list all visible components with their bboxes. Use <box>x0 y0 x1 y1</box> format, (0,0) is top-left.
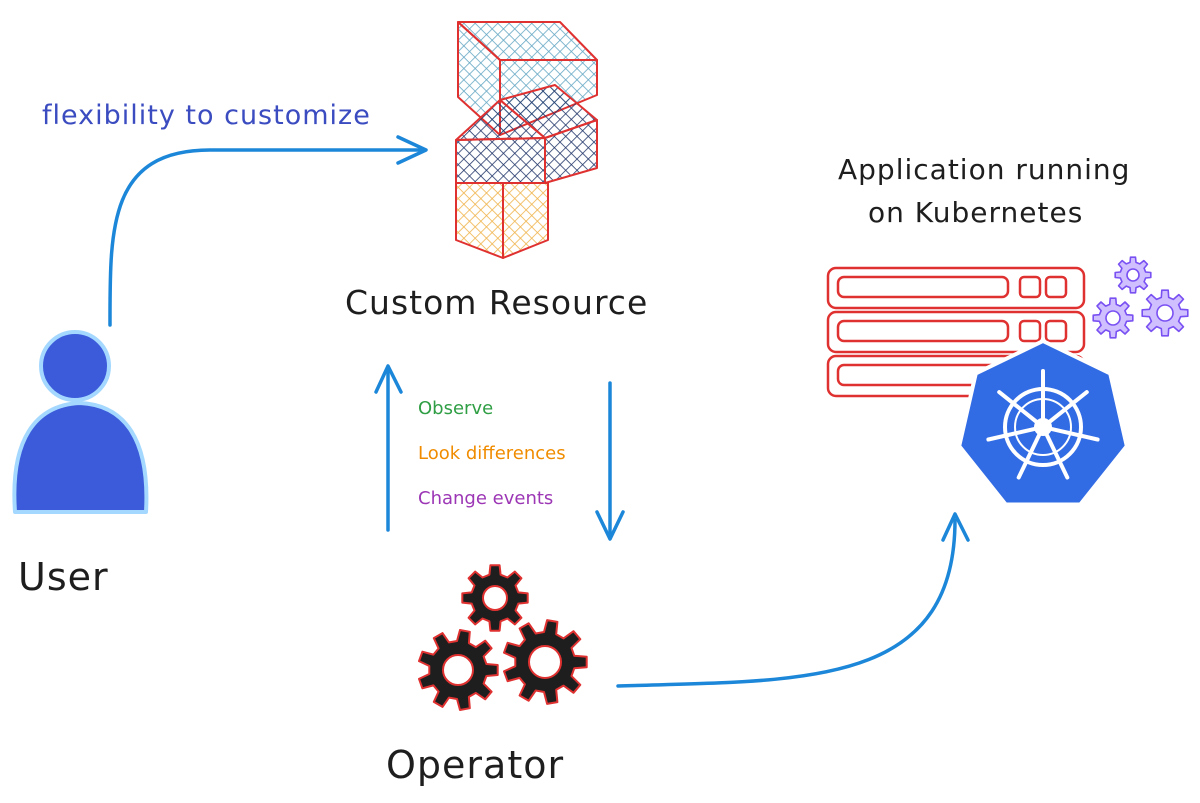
observe-label: Observe <box>418 398 493 419</box>
operator-to-app-arrow-head <box>941 512 970 542</box>
application-label-line1: Application running <box>838 153 1130 186</box>
flexibility-arrow <box>108 148 427 327</box>
change-events-label: Change events <box>418 488 553 509</box>
small-gears-icon <box>1092 256 1189 339</box>
operator-label: Operator <box>386 743 564 787</box>
application-label-line2: on Kubernetes <box>868 196 1083 229</box>
small-gear-top <box>1114 256 1152 294</box>
gears-icon <box>418 564 588 711</box>
stacked-boxes-icon <box>455 21 598 259</box>
kubernetes-helm-icon <box>957 339 1129 507</box>
operator-to-app-arrow <box>616 518 957 688</box>
flexibility-arrow-head <box>396 135 428 165</box>
operator-gear-right <box>503 619 588 705</box>
small-gear-right <box>1141 289 1189 337</box>
custom-resource-label: Custom Resource <box>345 283 648 322</box>
helm-wheel-icon <box>986 369 1100 480</box>
operator-gear-left <box>418 629 499 711</box>
small-gear-left <box>1092 297 1134 339</box>
observe-up-arrow-head <box>374 364 403 394</box>
server-rack-icon <box>826 266 1086 398</box>
arrows <box>108 135 970 688</box>
operator-gear-top <box>461 564 529 632</box>
look-differences-label: Look differences <box>418 443 566 464</box>
flexibility-label: flexibility to customize <box>42 100 371 131</box>
change-down-arrow-head <box>595 510 625 541</box>
user-person-icon <box>12 330 149 514</box>
user-label: User <box>18 555 109 599</box>
